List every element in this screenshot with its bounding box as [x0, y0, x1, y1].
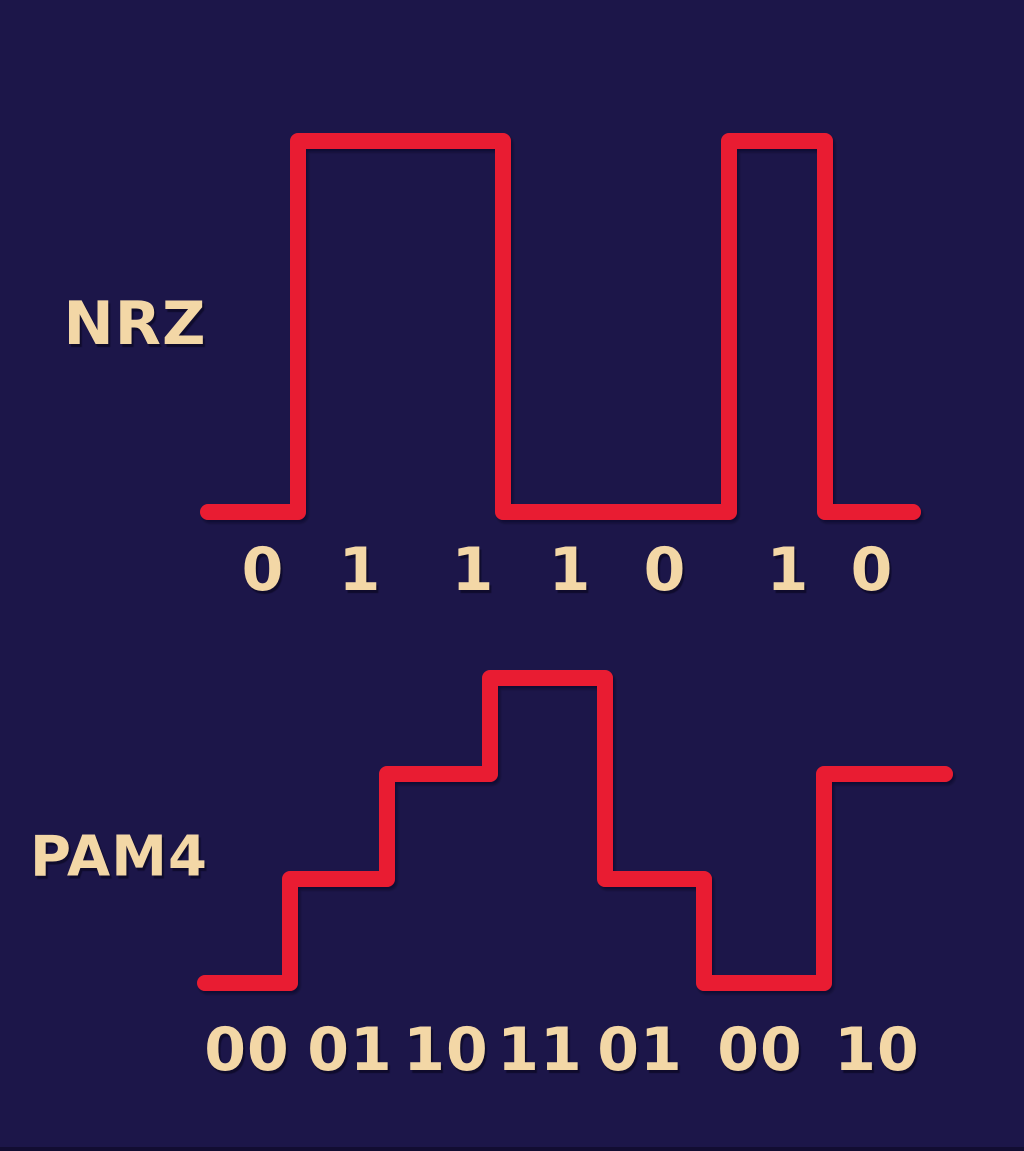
pam4-bit-label: 01	[307, 1015, 393, 1085]
nrz-bit-label: 0	[241, 535, 285, 605]
nrz-bit-label: 0	[850, 535, 894, 605]
pam4-bit-label: 10	[403, 1015, 489, 1085]
pam4-bit-label: 00	[717, 1015, 803, 1085]
nrz-title: NRZ	[63, 289, 207, 359]
nrz-bit-label: 1	[338, 535, 382, 605]
nrz-bit-label: 1	[766, 535, 810, 605]
nrz-bit-label: 0	[643, 535, 687, 605]
pam4-title: PAM4	[30, 824, 208, 890]
pam4-bit-label: 00	[204, 1015, 290, 1085]
nrz-bit-label: 1	[548, 535, 592, 605]
pam4-signal-trace	[197, 670, 953, 991]
nrz-bit-label: 1	[451, 535, 495, 605]
pam4-waveform-panel	[197, 670, 953, 991]
pam4-bit-label: 11	[497, 1015, 583, 1085]
nrz-waveform-panel	[200, 133, 940, 520]
pam4-bit-label: 10	[834, 1015, 920, 1085]
pam4-bit-label: 01	[597, 1015, 683, 1085]
nrz-signal-trace	[200, 133, 921, 520]
